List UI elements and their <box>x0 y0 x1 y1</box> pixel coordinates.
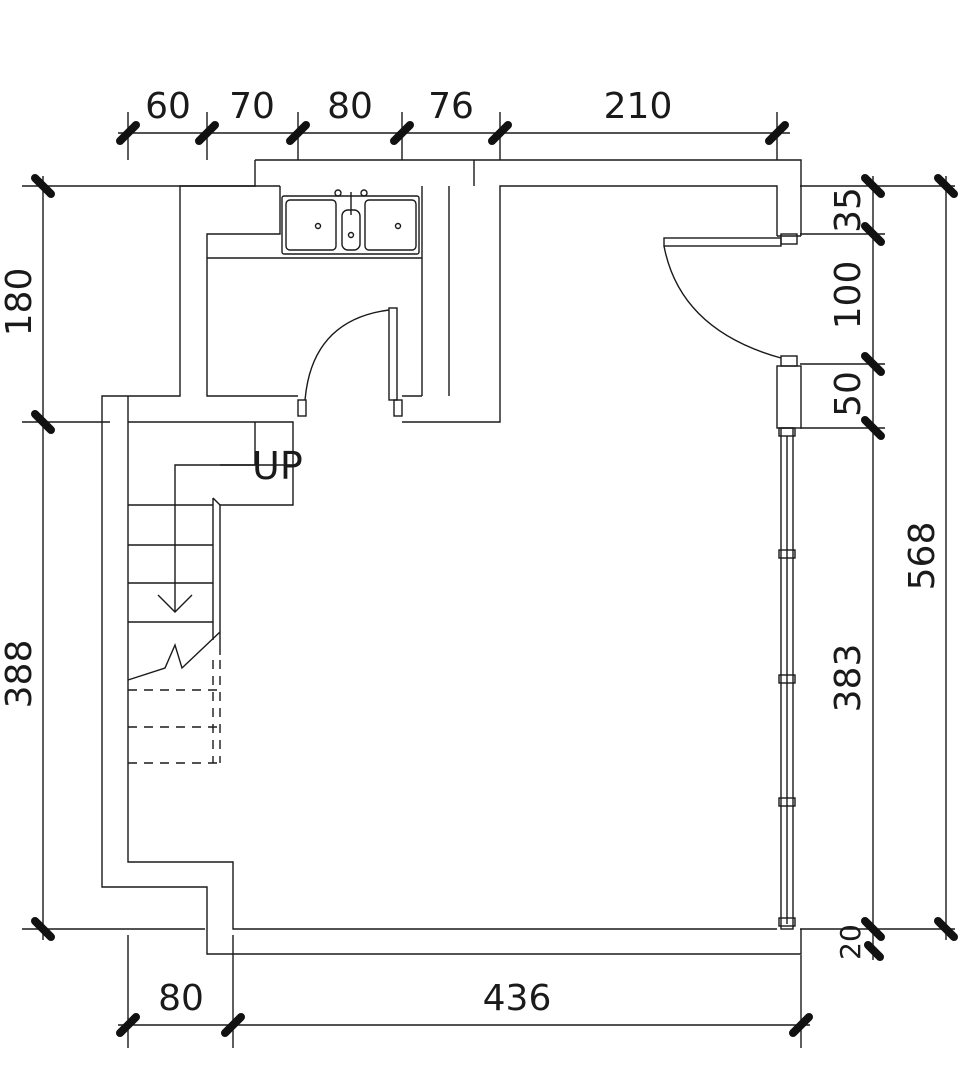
dim-top-1: 60 <box>145 86 191 127</box>
dim-left-2: 388 <box>0 640 40 709</box>
dim-bottom-1: 80 <box>158 978 204 1019</box>
dim-right-total: 568 <box>902 522 943 591</box>
dim-right-3: 50 <box>828 371 869 417</box>
dimension-ticks <box>31 121 958 1037</box>
dim-top-5: 210 <box>604 86 673 127</box>
dimension-lines <box>22 112 955 1048</box>
dim-bottom-2: 436 <box>483 978 552 1019</box>
dim-top-4: 76 <box>428 86 474 127</box>
dim-top-2: 70 <box>229 86 275 127</box>
dim-left-1: 180 <box>0 268 40 337</box>
dim-top-3: 80 <box>327 86 373 127</box>
entry-door <box>663 233 802 429</box>
dim-right-5: 20 <box>834 924 867 960</box>
staircase <box>127 421 294 764</box>
dim-right-4: 383 <box>828 644 869 713</box>
kitchen-sink <box>281 189 420 255</box>
stair-up-label: UP <box>252 444 303 488</box>
dim-right-1: 35 <box>828 187 869 233</box>
interior-door <box>297 307 403 417</box>
dim-right-2: 100 <box>828 261 869 330</box>
window <box>778 427 796 930</box>
walls <box>101 159 802 955</box>
